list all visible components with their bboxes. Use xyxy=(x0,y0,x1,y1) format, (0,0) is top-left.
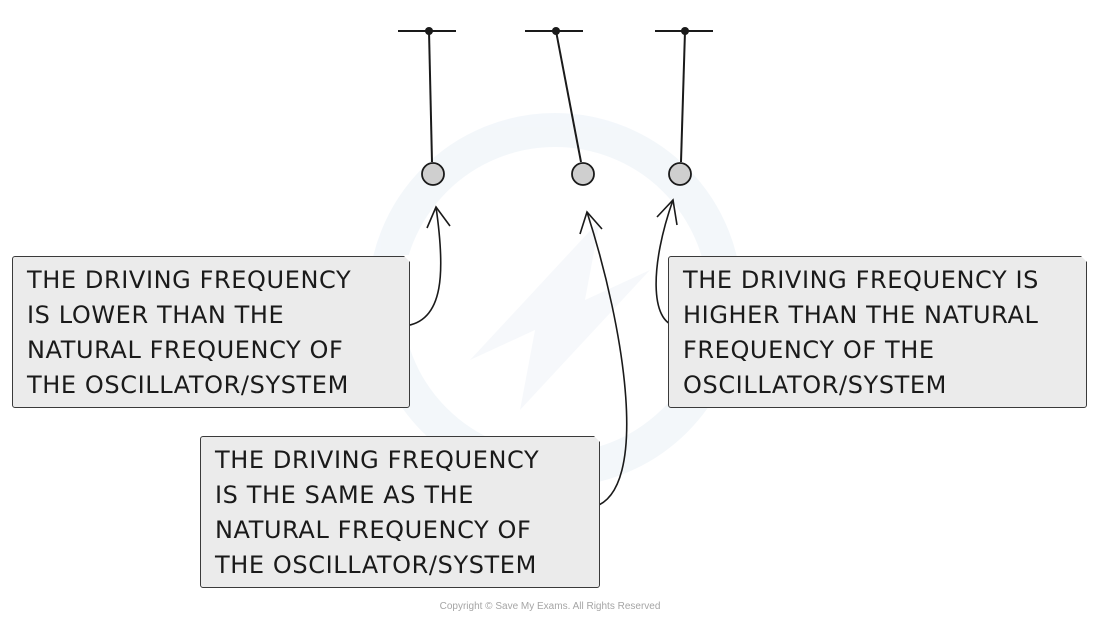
callout-line: THE DRIVING FREQUENCY IS xyxy=(683,266,1039,294)
callout-line: HIGHER THAN THE NATURAL xyxy=(683,301,1039,329)
callout-line: THE DRIVING FREQUENCY xyxy=(215,446,540,474)
callout-fold xyxy=(593,435,601,443)
callout-line: THE OSCILLATOR/SYSTEM xyxy=(215,551,537,579)
callout-fold xyxy=(403,255,411,263)
pendulum-higher xyxy=(655,27,713,186)
pendulum-bob xyxy=(571,162,595,186)
pendulum-string xyxy=(428,30,433,163)
pendulum-bob xyxy=(668,162,692,186)
callout-line: IS THE SAME AS THE xyxy=(215,481,474,509)
callout-line: THE DRIVING FREQUENCY xyxy=(27,266,352,294)
pendulum-string xyxy=(555,30,582,163)
callout-same-frequency: THE DRIVING FREQUENCY IS THE SAME AS THE… xyxy=(200,435,601,588)
callout-line: THE OSCILLATOR/SYSTEM xyxy=(27,371,349,399)
pendulum-string xyxy=(680,30,686,163)
callout-line: OSCILLATOR/SYSTEM xyxy=(683,371,947,399)
pendulum-bob xyxy=(421,162,445,186)
callout-line: FREQUENCY OF THE xyxy=(683,336,935,364)
callout-line: IS LOWER THAN THE xyxy=(27,301,285,329)
callout-fold xyxy=(1080,255,1088,263)
callout-line: NATURAL FREQUENCY OF xyxy=(215,516,532,544)
callout-higher-frequency: THE DRIVING FREQUENCY IS HIGHER THAN THE… xyxy=(668,255,1088,408)
callout-lower-frequency: THE DRIVING FREQUENCY IS LOWER THAN THE … xyxy=(12,255,411,408)
pendulum-lower xyxy=(398,27,456,186)
copyright-notice: Copyright © Save My Exams. All Rights Re… xyxy=(439,601,661,612)
callout-line: NATURAL FREQUENCY OF xyxy=(27,336,344,364)
pendulum-same xyxy=(525,27,595,186)
